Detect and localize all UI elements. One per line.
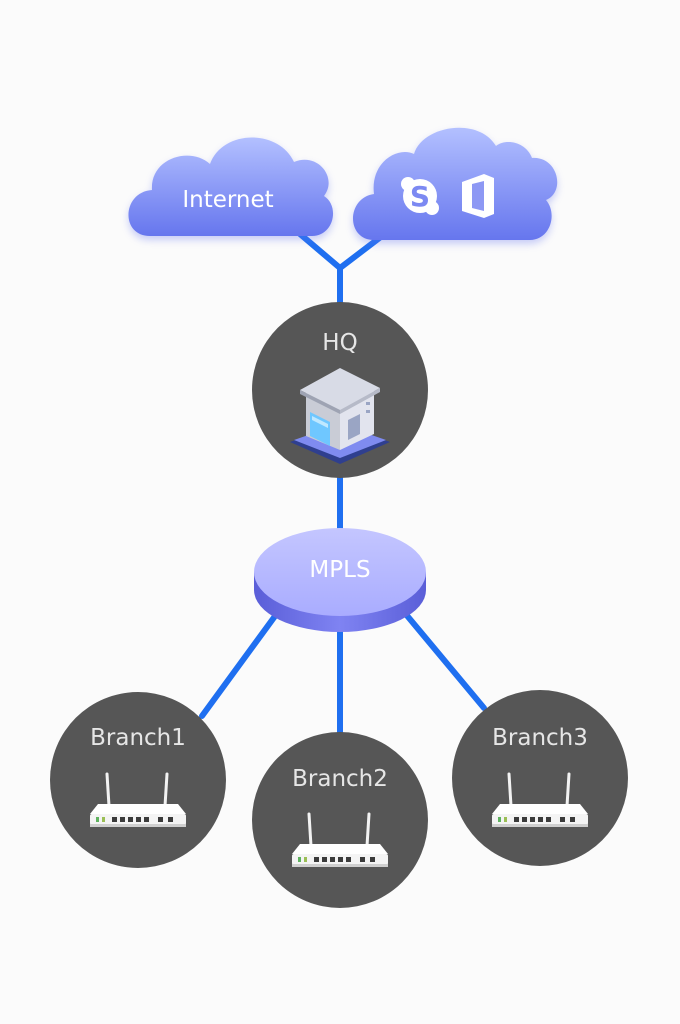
branch2-circle xyxy=(252,732,428,908)
saas-cloud: S xyxy=(353,127,558,244)
office-icon xyxy=(462,174,494,218)
building-icon xyxy=(290,368,390,464)
link-mpls-branch3 xyxy=(401,609,487,711)
hq-label: HQ xyxy=(322,330,357,356)
branch-node-1: Branch1 xyxy=(50,692,226,868)
branch-node-2: Branch2 xyxy=(252,732,428,908)
branch1-circle xyxy=(50,692,226,868)
branch3-label: Branch3 xyxy=(492,725,588,751)
internet-cloud-shape xyxy=(128,137,334,236)
mpls-node: MPLS xyxy=(254,528,426,632)
mpls-top xyxy=(254,528,426,616)
branch-node-3: Branch3 xyxy=(452,690,628,866)
branch2-label: Branch2 xyxy=(292,766,388,792)
internet-label: Internet xyxy=(182,187,273,213)
hq-node: HQ xyxy=(252,302,428,478)
skype-icon: S xyxy=(401,177,439,215)
svg-text:S: S xyxy=(410,180,430,213)
saas-cloud-shape xyxy=(353,127,558,240)
internet-cloud: Internet xyxy=(128,137,334,240)
link-mpls-branch1 xyxy=(199,609,281,719)
mpls-label: MPLS xyxy=(309,557,370,583)
branch3-circle xyxy=(452,690,628,866)
branch1-label: Branch1 xyxy=(90,725,186,751)
